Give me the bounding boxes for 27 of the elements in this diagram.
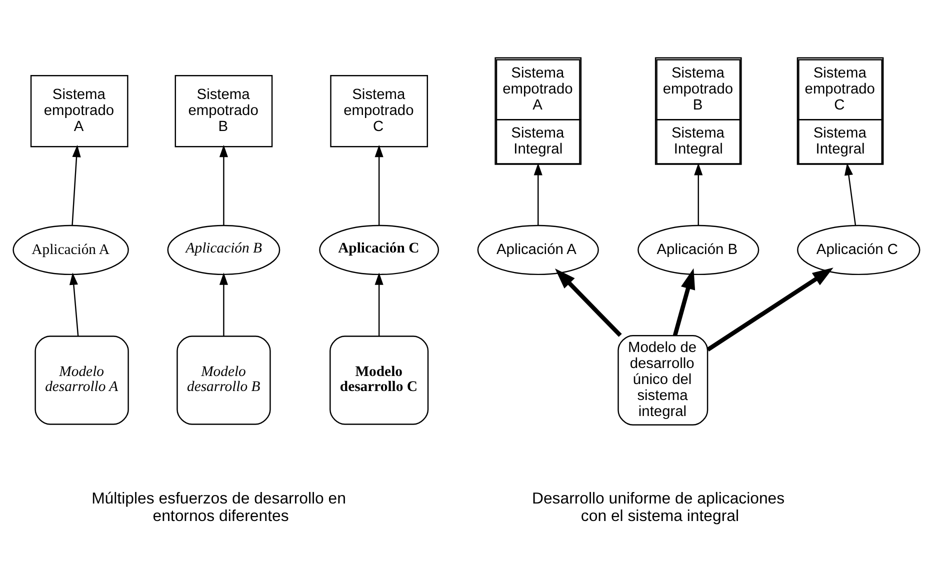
- node-ellipse: Aplicación B: [167, 224, 280, 275]
- node-ellipse: Aplicación A: [477, 224, 599, 275]
- arrow: [69, 272, 79, 336]
- arrow: [374, 272, 384, 336]
- arrow: [706, 267, 834, 351]
- label: Desarrollo uniforme de aplicaciones con el sistema integral: [532, 490, 785, 524]
- node-box: Modelo de desarrollo único del sistema integral: [618, 334, 708, 426]
- node-box: Sistema empotrado A: [30, 74, 128, 147]
- arrow: [672, 268, 696, 336]
- node-box: Modelo desarrollo A: [34, 335, 129, 424]
- arrow: [374, 144, 384, 225]
- arrow: [534, 162, 542, 225]
- arrow: [219, 272, 228, 336]
- arrow: [844, 162, 856, 225]
- node-box: Modelo desarrollo C: [330, 335, 429, 424]
- node-ellipse: Aplicación C: [797, 224, 920, 275]
- node-ellipse: Aplicación A: [12, 224, 129, 275]
- node-box: Modelo desarrollo B: [176, 335, 271, 424]
- label: Múltiples esfuerzos de desarrollo en entornos diferentes: [92, 490, 346, 524]
- node-ellipse: Aplicación B: [638, 224, 760, 275]
- node-box: Sistema empotrado C: [330, 74, 428, 147]
- node-ellipse: Aplicación C: [319, 224, 440, 275]
- arrow: [554, 268, 622, 336]
- arrow: [694, 162, 703, 225]
- arrow: [219, 144, 228, 225]
- arrow: [72, 144, 81, 225]
- node-box: Sistema empotrado B: [174, 74, 273, 147]
